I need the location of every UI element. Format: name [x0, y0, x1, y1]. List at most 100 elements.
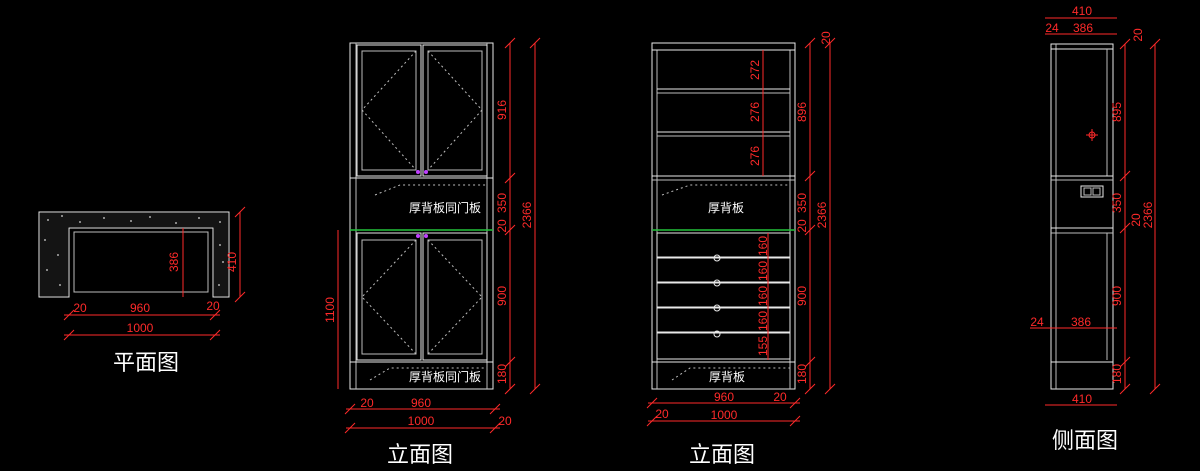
elevation-door-view: 厚背板同门板 厚背板同门板 916 350 20 900 180 2366 11…: [323, 42, 536, 468]
open-dim-shelf1: 272: [748, 60, 762, 80]
side-view: 410 24 386 20 895 350 20 900 180 2366 24…: [1030, 4, 1156, 454]
open-dim-inner-width: 960: [714, 390, 734, 404]
door-dim-right: 20: [498, 414, 512, 428]
drawer-knob-icon: [713, 330, 721, 338]
door-dim-lower: 900: [495, 286, 509, 306]
door-dim-total: 2366: [520, 201, 534, 228]
socket-icon: [1083, 187, 1092, 196]
mid-panel-label: 厚背板同门板: [409, 200, 481, 215]
drawer-knob-icon: [713, 304, 721, 312]
socket-icon: [1080, 185, 1104, 198]
door-dim-inner-width: 960: [411, 396, 431, 410]
upper-right-swing: [427, 50, 483, 171]
side-dim-depth-top: 410: [1072, 4, 1092, 18]
upper-door-right[interactable]: [422, 44, 488, 177]
upper-door-left[interactable]: [356, 44, 422, 177]
open-dim-drawer1: 160: [756, 236, 770, 256]
open-dim-right: 20: [773, 390, 787, 404]
drawer-knob-icon: [713, 279, 721, 287]
door-elevation-title: 立面图: [387, 443, 453, 468]
open-elevation-title: 立面图: [689, 443, 755, 468]
hinge-icon: [424, 234, 428, 238]
lower-door-left-panel: [361, 239, 417, 355]
lower-left-swing: [361, 239, 417, 355]
side-dim-back-lower: 24: [1030, 315, 1044, 329]
plan-hatch-right: [214, 227, 228, 296]
plan-hatch-left: [40, 227, 68, 296]
open-dim-drawer2: 160: [756, 261, 770, 281]
door-dim-base: 180: [495, 364, 509, 384]
open-dim-shelf2: 276: [748, 102, 762, 122]
plan-dim-right: 20: [206, 299, 220, 313]
cabinet-outline: [349, 42, 494, 390]
door-dim-gap: 20: [495, 219, 509, 233]
drawer[interactable]: [656, 332, 791, 360]
open-dim-drawer3: 160: [756, 286, 770, 306]
lower-door-left[interactable]: [356, 232, 422, 361]
cabinet-outline: [651, 42, 796, 390]
plan-dim-left: 20: [73, 301, 87, 315]
open-dim-upper: 896: [795, 102, 809, 122]
hinge-icon: [416, 170, 420, 174]
plan-dim-inner-depth: 386: [167, 252, 181, 272]
open-dim-mid: 350: [795, 193, 809, 213]
side-dim-mid: 350: [1110, 193, 1124, 213]
hinge-icon: [424, 170, 428, 174]
side-dim-top: 20: [1131, 28, 1145, 42]
elevation-open-view: 厚背板 厚背板 272 276 276 160 160 160 160 155 …: [648, 31, 833, 468]
side-dim-depth-bottom: 410: [1072, 392, 1092, 406]
lower-right-swing: [427, 239, 483, 355]
lower-door-right[interactable]: [422, 232, 488, 361]
side-outline: [1050, 43, 1114, 390]
open-dim-total: 2366: [815, 201, 829, 228]
side-title: 侧面图: [1052, 429, 1118, 454]
open-dim-lower: 900: [795, 286, 809, 306]
drawer[interactable]: [656, 257, 791, 283]
hinge-icon: [416, 234, 420, 238]
door-dim-mid: 350: [495, 193, 509, 213]
drawer-knob-icon: [713, 254, 721, 262]
side-dim-inner-lower: 386: [1071, 315, 1091, 329]
door-dim-left: 20: [360, 396, 374, 410]
side-dim-total: 2366: [1141, 201, 1155, 228]
door-dim-upper: 916: [495, 100, 509, 120]
plan-dim-inner-width: 960: [130, 301, 150, 315]
side-dim-back: 24: [1045, 21, 1059, 35]
open-dim-total-width: 1000: [711, 408, 738, 422]
base-panel-label: 厚背板同门板: [409, 369, 481, 384]
door-dim-total-width: 1000: [408, 414, 435, 428]
plan-dim-depth: 410: [225, 252, 239, 272]
crosshair-icon: [1086, 129, 1098, 141]
side-dim-upper: 895: [1110, 102, 1124, 122]
drawer[interactable]: [656, 282, 791, 308]
base-panel-label: 厚背板: [709, 370, 745, 384]
socket-icon: [1092, 187, 1101, 196]
open-dim-gap: 20: [795, 219, 809, 233]
drawer[interactable]: [656, 307, 791, 333]
side-dim-inner-top: 386: [1073, 21, 1093, 35]
mid-perspective: [374, 184, 487, 196]
plan-hatch-dots: [44, 215, 224, 286]
open-dim-base: 180: [795, 364, 809, 384]
plan-hatch-top: [40, 213, 228, 227]
side-dim-base: 180: [1110, 364, 1124, 384]
dimension-ticks: [63, 37, 1161, 434]
side-dim-gap: 20: [1129, 213, 1143, 227]
open-dim-drawer4: 160: [756, 311, 770, 331]
open-dim-left: 20: [655, 407, 669, 421]
mid-perspective: [661, 184, 790, 196]
open-dim-top: 20: [819, 31, 833, 45]
plan-inner-box: [73, 231, 209, 293]
plan-view: 386 410 20 960 20 1000 平面图: [38, 211, 241, 376]
open-dim-shelf3: 276: [748, 146, 762, 166]
upper-left-swing: [361, 50, 417, 171]
side-dim-lower: 900: [1110, 286, 1124, 306]
open-dim-drawer5: 155: [756, 336, 770, 356]
lower-door-right-panel: [427, 239, 483, 355]
plan-title: 平面图: [113, 351, 179, 376]
plan-outline: [38, 211, 230, 298]
mid-panel-label: 厚背板: [708, 201, 744, 215]
drawer[interactable]: [656, 232, 791, 258]
upper-door-right-panel: [427, 50, 483, 171]
